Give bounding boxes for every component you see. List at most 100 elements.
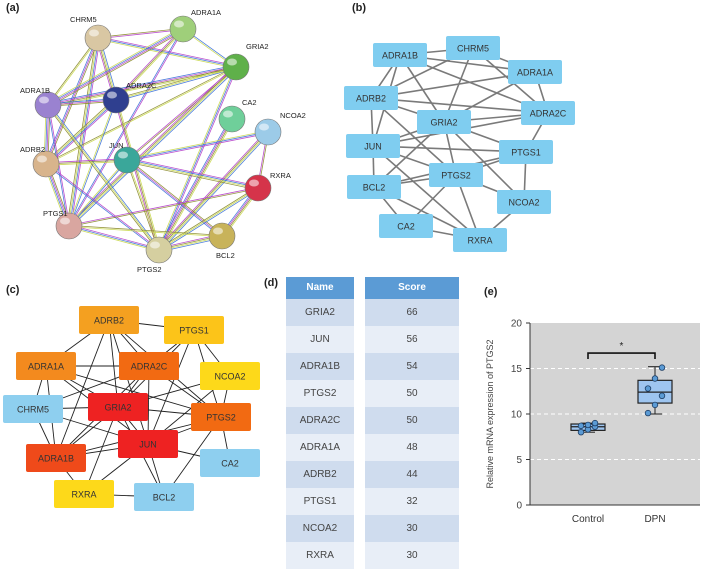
network-a-edge [126,131,269,161]
panel-label-b: (b) [352,2,367,14]
cell-score: 44 [365,461,459,488]
network-a-edge [97,27,183,38]
network-b-label: ADRA1A [517,68,553,78]
network-a-edge [47,65,236,105]
network-a-edge [68,159,127,226]
network-c-node: PTGS2 [191,403,251,431]
y-tick-label: 10 [511,410,523,421]
network-a-label: ADRB2 [20,145,45,154]
network-c-node: ADRA1A [16,352,76,380]
network-a-label: NCOA2 [280,111,306,120]
network-a-label: RXRA [270,171,291,180]
network-a-edge [98,36,237,67]
network-c-label: ADRA2C [131,362,168,372]
network-a-edge [160,119,235,252]
data-point [644,385,652,392]
network-a-edge [47,104,160,251]
network-b-node: ADRA2C [521,101,575,125]
network-a-label: CA2 [242,98,257,107]
table-row: ADRA2C 50 [286,407,459,434]
network-a-edge [67,37,98,226]
network-a-edge [158,187,259,251]
network-a-edge [158,66,237,251]
box-control [570,419,606,436]
network-b-label: ADRB2 [356,94,386,104]
network-a-node: BCL2 [208,222,236,260]
network-a-edge [127,157,259,187]
network-a-edge [127,158,259,188]
network-c-edge [108,319,119,408]
network-b-label: ADRA2C [530,109,567,119]
network-b-edge [443,47,474,123]
data-point [584,421,592,429]
network-a-edge [48,67,237,107]
network-c-node: BCL2 [134,483,194,511]
network-a-edge [127,159,160,250]
network-a-edge [68,226,222,238]
data-point [651,375,659,382]
data-point [651,401,659,409]
network-a-label: JUN [109,141,124,150]
network-a-edge [126,161,258,191]
network-b-edge [370,97,549,114]
network-b-label: CA2 [397,222,415,232]
network-b-edge [370,97,457,176]
network-b-node: ADRA1A [508,60,562,84]
data-point [658,364,666,371]
network-b: ADRA1BCHRM5ADRA1AADRB2ADRA2CGRIA2JUNPTGS… [344,36,575,252]
network-a-node: JUN [109,141,141,174]
network-a-label: ADRA1B [20,86,50,95]
network-a-edge [44,98,115,163]
y-tick-label: 20 [511,319,523,330]
cell-score: 30 [365,515,459,542]
y-axis-label: Relative mRNA expression of PTGS2 [485,339,495,488]
network-a-edge [46,26,183,104]
network-a-label: ADRA2C [126,81,157,90]
network-a-edge [48,68,237,108]
network-c-label: ADRB2 [94,316,124,326]
network-a-edge [47,37,98,105]
network-a-edge [69,29,184,227]
network-a-edge [127,158,224,236]
network-a-edge [45,159,128,165]
network-a-node: RXRA [244,171,291,202]
network-b-node: BCL2 [347,175,401,199]
network-b-label: CHRM5 [457,44,489,54]
network-a-label: PTGS1 [43,209,68,218]
cell-name: ADRA1A [286,434,354,461]
network-b-label: RXRA [467,236,492,246]
network-b-label: PTGS1 [511,148,541,158]
network-a-node: NCOA2 [254,111,306,146]
network-a-edge [157,66,236,250]
network-a-edge [68,226,159,252]
network-a-edge [156,117,231,250]
network-a-edge [126,160,258,190]
network-a-node: ADRA1B [20,86,62,119]
network-b-edge [372,145,481,241]
network-a-edge [48,30,185,108]
cell-score: 50 [365,407,459,434]
network-a-label: BCL2 [216,251,235,260]
network-a-edge [69,160,128,227]
cell-score: 50 [365,380,459,407]
network-a-node: ADRA2C [102,81,157,114]
network-c-node: CHRM5 [3,395,63,423]
network-c-label: ADRA1A [28,362,64,372]
panel-label-a: (a) [6,2,20,14]
network-b-label: PTGS2 [441,171,471,181]
cell-name: ADRA2C [286,407,354,434]
network-a-edge [70,68,238,228]
network-b-nodes: ADRA1BCHRM5ADRA1AADRB2ADRA2CGRIA2JUNPTGS… [344,36,575,252]
network-c-label: CHRM5 [17,405,49,415]
network-b-node: NCOA2 [497,190,551,214]
cell-score: 66 [365,299,459,326]
network-a-label: GRIA2 [246,42,269,51]
network-a-edge [157,130,267,249]
network-b-node: JUN [346,134,400,158]
